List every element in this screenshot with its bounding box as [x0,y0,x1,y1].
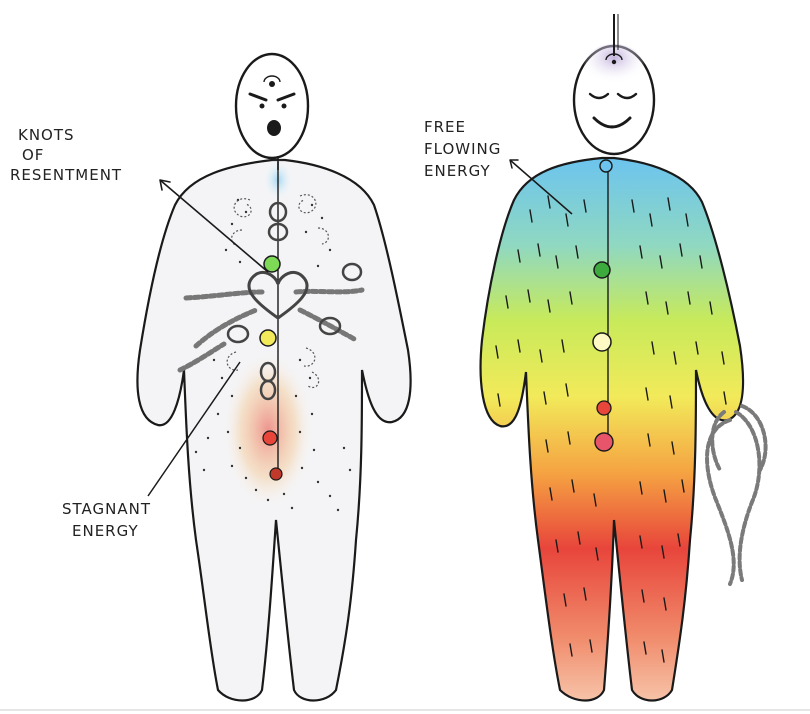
solar-chakra [260,330,276,346]
solar-chakra-right [593,333,611,351]
root-chakra [270,468,282,480]
tense-figure-head [236,54,308,158]
tense-figure [137,54,410,701]
root-chakra-right [595,433,613,451]
stagnant-label-line2: ENERGY [72,522,139,540]
throat-chakra-right [600,160,612,172]
eye-left [260,104,265,109]
heart-chakra-right [594,262,610,278]
free-label-line1: FREE [424,118,466,136]
relaxed-figure [481,14,766,701]
knots-label-line1: KNOTS [18,126,75,144]
sacral-chakra [263,431,277,445]
coiled-rope-icon [707,406,766,584]
free-label-line2: FLOWING [424,140,501,158]
sacral-chakra-right [597,401,611,415]
relaxed-figure-body [481,158,744,701]
free-label-line3: ENERGY [424,162,491,180]
knots-label-line3: RESENTMENT [10,166,122,184]
stagnant-label-line1: STAGNANT [62,500,151,518]
third-eye-icon [269,81,275,87]
knots-label-line2: OF [22,146,44,164]
third-eye-icon-right [612,60,616,64]
eye-right [282,104,287,109]
open-mouth [267,120,281,136]
stagnant-glow [222,350,314,510]
